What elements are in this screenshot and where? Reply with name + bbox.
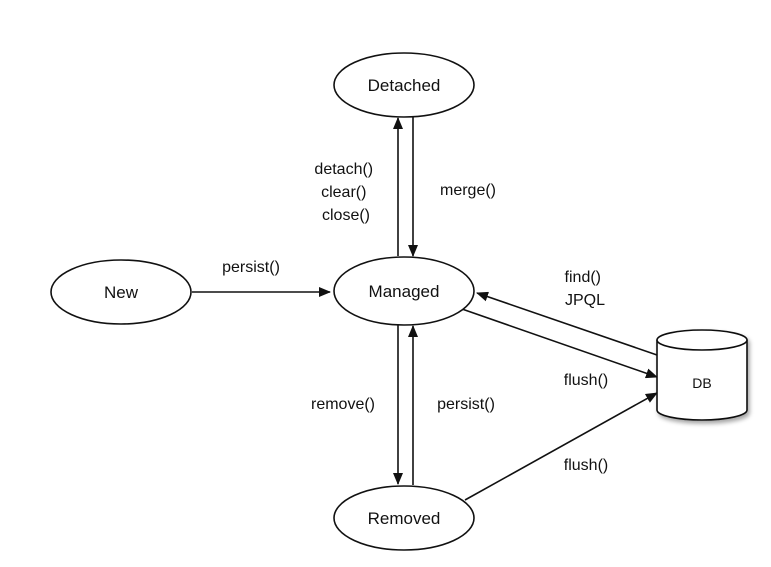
label-find-jpql: find() JPQL [565,269,606,309]
label-clear-line-2: clear() [321,184,366,201]
node-db-label: DB [692,375,711,391]
node-db [656,329,748,421]
label-close-line-3: close() [322,207,370,224]
label-detach: detach() clear() close() [314,161,377,224]
node-managed-label: Managed [369,282,440,301]
node-detached [333,52,475,118]
edge-managed-to-db [461,308,658,379]
label-flush-removed: flush() [564,457,608,474]
label-remove: remove() [311,396,375,413]
label-persist-removed: persist() [437,396,495,413]
edge-db-to-managed [476,291,658,356]
node-new [50,259,192,325]
node-detached-label: Detached [368,76,441,95]
label-persist-new: persist() [222,259,280,276]
node-removed [333,485,475,551]
node-removed-label: Removed [368,509,441,528]
label-flush-managed: flush() [564,372,608,389]
label-jpql-line-2: JPQL [565,292,605,309]
node-new-label: New [104,283,139,302]
label-find-line-1: find() [565,269,601,286]
label-detach-line-1: detach() [314,161,373,178]
edge-removed-to-db [464,392,658,501]
node-managed [333,256,475,326]
label-merge: merge() [440,182,496,199]
